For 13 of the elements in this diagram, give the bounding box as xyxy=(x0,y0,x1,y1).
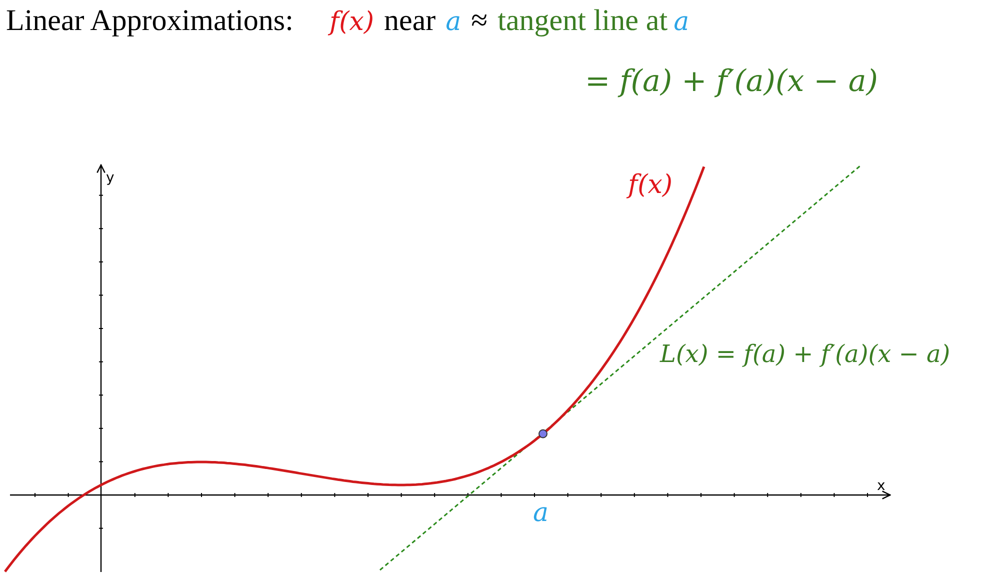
function-label: f(x) xyxy=(329,7,374,37)
point-label: a xyxy=(674,7,690,37)
tangent-formula: L(x) = f(a) + f′(a)(x − a) xyxy=(660,340,950,368)
heading-text: near xyxy=(384,4,436,38)
point-label: a xyxy=(533,498,549,528)
formula: = f(a) + f′(a)(x − a) xyxy=(585,64,878,99)
point-label: a xyxy=(446,7,462,37)
heading: Linear Approximations: xyxy=(6,4,294,38)
axis-label: y xyxy=(106,170,114,186)
axis-label: x xyxy=(877,478,886,494)
heading-text: tangent line at xyxy=(498,4,668,38)
curve-label: f(x) xyxy=(628,170,673,200)
approx-symbol: ≈ xyxy=(471,4,488,38)
